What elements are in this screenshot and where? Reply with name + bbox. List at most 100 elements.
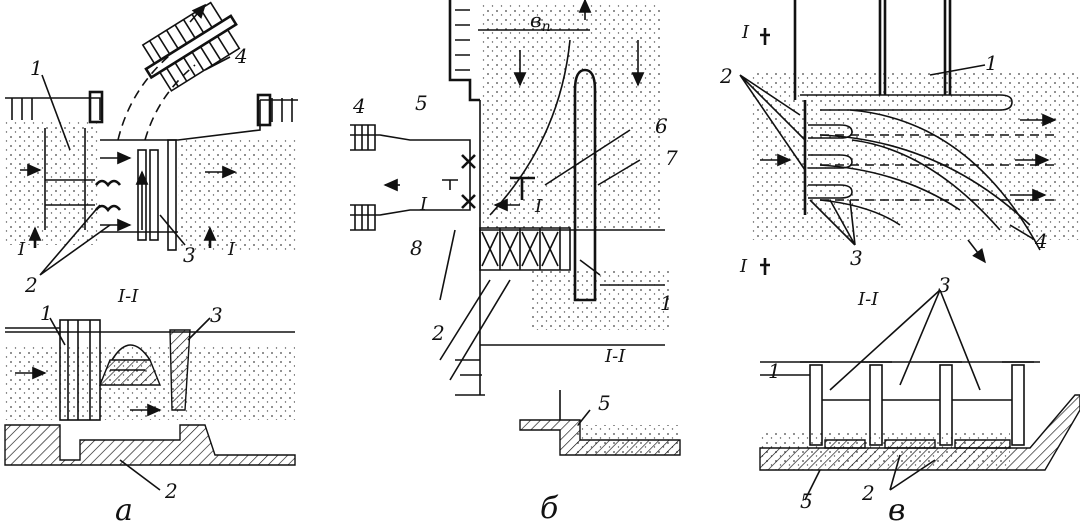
width-label-letter: в [530, 8, 542, 32]
left-wall-b [448, 0, 480, 102]
label-5: 5 [800, 489, 813, 513]
wall-ticks-lower [455, 359, 485, 396]
leaders-section [49, 317, 211, 346]
label-4: 4 [1034, 229, 1048, 253]
sluice-edges [100, 139, 178, 233]
leader-1 [579, 259, 665, 286]
label-section-left: I [17, 239, 26, 260]
label-5: 5 [415, 91, 428, 115]
pier-c-3 [939, 364, 953, 446]
pipe-7 [573, 68, 597, 302]
label-7: 7 [665, 146, 678, 170]
label-3: 3 [850, 246, 863, 270]
pier-marks-right [271, 98, 293, 122]
leader-3 [159, 214, 186, 246]
label-3: 3 [183, 243, 196, 267]
flush-pipes-2 [849, 109, 1041, 251]
label-4: 4 [352, 94, 366, 118]
sand-lower-b [530, 270, 670, 330]
wall-3 [167, 139, 177, 251]
leader-2b [119, 459, 161, 491]
dam-crest-right [177, 99, 298, 141]
leader-2 [439, 279, 511, 381]
label-2: 2 [164, 479, 178, 503]
section-title: I-I [604, 346, 626, 367]
pier-c-1 [809, 364, 823, 446]
label-6: 6 [655, 114, 668, 138]
label-8: 8 [410, 236, 423, 260]
sand-right-plan [178, 140, 298, 250]
grid-crosses [481, 231, 559, 267]
label-section-bottom: I [739, 256, 748, 277]
panel-b: 4 5 6 7 8 I I 2 1 вп I-I 5 б [350, 0, 681, 526]
pier-c-2 [869, 364, 883, 446]
intake-bay-1 [44, 128, 95, 230]
crest-c [760, 361, 1040, 376]
leader-4 [1009, 224, 1036, 241]
label-1: 1 [768, 359, 781, 383]
leaders-6-7 [544, 129, 641, 186]
leader-8 [439, 229, 456, 301]
label-1: 1 [30, 56, 43, 80]
leader-2 [39, 204, 111, 276]
pier-c-4 [1011, 364, 1025, 446]
label-2: 2 [431, 321, 445, 345]
gate-arc [111, 344, 151, 361]
leader-2-section [889, 454, 936, 491]
label-section-right: I [534, 196, 543, 217]
power-block-4 [141, 1, 241, 92]
label-1: 1 [40, 301, 53, 325]
piers-c [793, 0, 952, 100]
label-section-top: I [741, 22, 750, 43]
label-2: 2 [719, 64, 733, 88]
panel-a: 1 2 3 4 I I I-I 1 3 2 а [4, 1, 298, 528]
leader-4 [204, 56, 231, 71]
section-mark-left [442, 179, 458, 190]
leader-1 [929, 64, 986, 76]
label-3: 3 [938, 273, 951, 297]
leader-3 [809, 199, 856, 246]
grid-marks [354, 125, 369, 230]
channel-curve-1 [117, 54, 171, 141]
foundation-c [759, 394, 1080, 471]
flow-arrow [189, 3, 207, 23]
crest-line [5, 327, 295, 333]
label-section-left: I [419, 194, 428, 215]
leader-3-section [829, 289, 981, 391]
label-1: 1 [985, 51, 998, 75]
width-label-subscript: п [542, 19, 551, 35]
dashed-channels [820, 134, 1060, 201]
pier-right [256, 93, 272, 127]
channel-curve-2 [144, 64, 196, 141]
label-2: 2 [24, 273, 38, 297]
label-4: 4 [234, 44, 248, 68]
wall-3-section [169, 329, 191, 411]
wall-ticks [455, 9, 470, 71]
grid-2 [479, 227, 571, 271]
gates-5 [461, 154, 476, 209]
culverts [824, 439, 1011, 449]
panel-caption-a: а [115, 493, 133, 528]
label-section-right: I [227, 239, 236, 260]
flow-arrow [967, 239, 986, 264]
gate-wedge [98, 359, 162, 386]
panel-c: I 2 1 3 4 I I-I 3 1 2 5 в [719, 0, 1080, 528]
flow-curve [489, 39, 571, 216]
leader-2 [739, 74, 806, 171]
label-1: 1 [660, 291, 673, 315]
pier-section-1 [59, 319, 101, 421]
pier-grid [67, 320, 91, 420]
label-2: 2 [861, 481, 875, 505]
leader-5 [804, 469, 821, 501]
section-marks-c [760, 28, 770, 275]
pier-left [88, 90, 104, 124]
width-label: вп [530, 8, 551, 35]
pier-marks-left [11, 98, 33, 120]
flush-channel-2 [149, 149, 159, 241]
flush-channel [137, 149, 147, 241]
leader-5 [577, 409, 591, 426]
leader-1 [41, 74, 71, 151]
section-lines-b [480, 344, 665, 420]
